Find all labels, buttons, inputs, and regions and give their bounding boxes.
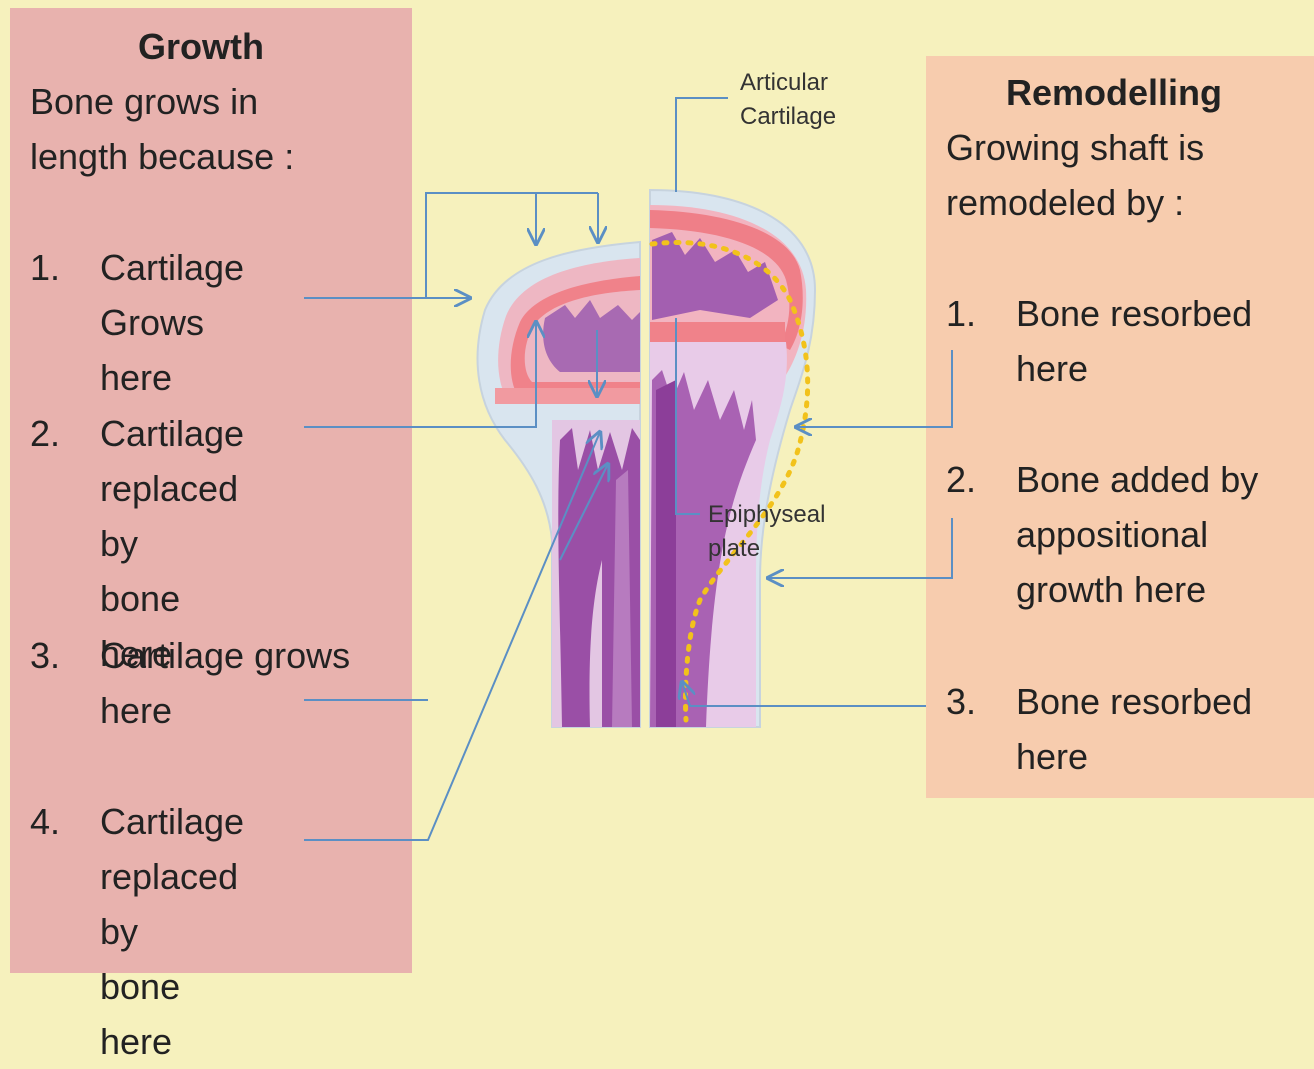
growth-item-4-line2: replaced by [100, 849, 244, 959]
remodelling-item-2-number: 2. [946, 452, 976, 507]
growth-intro-line2: length because : [30, 129, 294, 184]
remodelling-item-3-line2: here [1016, 729, 1252, 784]
remodelling-item-3-number: 3. [946, 674, 976, 729]
young-plate-stripe [495, 388, 640, 404]
epiphyseal-plate-label: Epiphyseal plate [708, 498, 825, 566]
remodelling-intro: Growing shaft is remodeled by : [946, 120, 1204, 230]
growth-item-1-line1: Cartilage [100, 240, 244, 295]
growth-item-1-number: 1. [30, 240, 60, 295]
articular-cartilage-label: Articular Cartilage [740, 66, 836, 134]
remodelling-item-2-line2: appositional [1016, 507, 1258, 562]
growth-intro-line1: Bone grows in [30, 74, 294, 129]
remodelling-intro-line1: Growing shaft is [946, 120, 1204, 175]
epiphyseal-plate-label-line1: Epiphyseal [708, 498, 825, 532]
remodelling-item-3-line1: Bone resorbed [1016, 674, 1252, 729]
remodelling-item-2-line3: growth here [1016, 562, 1258, 617]
remodelling-item-1-line1: Bone resorbed [1016, 286, 1252, 341]
growth-heading: Growth [138, 26, 264, 68]
epiphyseal-plate-label-line2: plate [708, 532, 825, 566]
growth-item-1-line2: Grows here [100, 295, 244, 405]
young-bone-half [478, 242, 640, 727]
remodelling-heading: Remodelling [1006, 72, 1222, 114]
growth-item-2-line2: replaced by [100, 461, 244, 571]
growth-item-3-number: 3. [30, 628, 60, 683]
growth-item-4-line1: Cartilage [100, 794, 244, 849]
articular-cartilage-label-line2: Cartilage [740, 100, 836, 134]
growth-item-3-line2: here [100, 683, 350, 738]
growth-item-4-number: 4. [30, 794, 60, 849]
arrow-remodel-1 [796, 350, 952, 427]
growth-item-4-line3: bone here [100, 959, 244, 1069]
articular-cartilage-label-line1: Articular [740, 66, 836, 100]
remodelling-item-2-line1: Bone added by [1016, 452, 1258, 507]
remodelling-item-1-line2: here [1016, 341, 1252, 396]
remodelling-item-1-number: 1. [946, 286, 976, 341]
growth-intro: Bone grows in length because : [30, 74, 294, 184]
growth-item-2-number: 2. [30, 406, 60, 461]
growth-item-3-line1: Cartilage grows [100, 628, 350, 683]
leader-articular [676, 98, 728, 192]
adult-cortex [656, 380, 676, 727]
adult-plate-stripe [650, 322, 785, 342]
remodelling-intro-line2: remodeled by : [946, 175, 1204, 230]
adult-bone-half [650, 190, 815, 727]
growth-item-2-line1: Cartilage [100, 406, 244, 461]
